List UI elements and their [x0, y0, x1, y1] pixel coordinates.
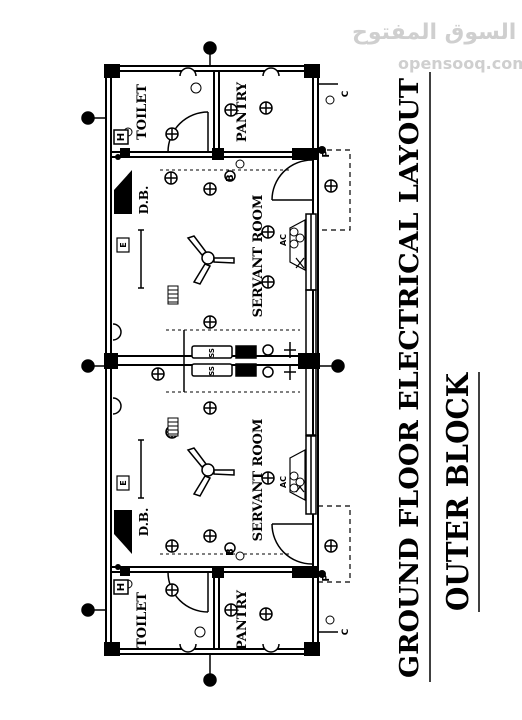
light-point	[324, 179, 338, 193]
switch-label-upper: SS	[208, 348, 216, 358]
servant-room-label-upper: SERVANT ROOM	[251, 195, 266, 318]
windows	[305, 213, 317, 515]
socket-clusters	[123, 82, 335, 638]
socket-label-upper: C	[341, 90, 351, 97]
grid-markers	[81, 41, 345, 687]
light-point	[224, 603, 238, 617]
exhaust-label-upper: E	[119, 242, 128, 247]
ac-label-upper: AC	[279, 234, 288, 246]
wall-lights	[112, 67, 280, 653]
light-point	[203, 401, 217, 415]
power-points	[115, 146, 326, 578]
bell-symbols	[224, 170, 296, 554]
light-point	[165, 127, 179, 141]
pantry-label-lower: PANTRY	[235, 589, 250, 650]
exhaust-label-lower: E	[119, 480, 128, 485]
heater-label-lower: H	[116, 583, 127, 591]
watermark-arabic: السوق المفتوح	[352, 20, 517, 45]
interior-walls	[111, 71, 313, 649]
light-point	[203, 529, 217, 543]
power-label-upper: P	[321, 150, 332, 157]
power-label-lower: P	[321, 574, 332, 581]
light-point	[164, 171, 178, 185]
tube-lights	[138, 229, 144, 499]
db-label-upper: D.B.	[137, 186, 151, 214]
db-label-lower: D.B.	[137, 508, 151, 536]
light-point	[324, 539, 338, 553]
light-point	[165, 539, 179, 553]
ceiling-fan-upper	[186, 235, 235, 285]
pantry-label-upper: PANTRY	[235, 81, 250, 142]
switch-panels	[183, 330, 257, 392]
light-point	[203, 182, 217, 196]
light-point	[261, 275, 275, 289]
wiring	[160, 169, 300, 555]
socket-label-lower: C	[341, 628, 351, 635]
bell-label-upper: B	[225, 174, 236, 182]
entry-canopies	[317, 149, 351, 583]
doors	[167, 111, 313, 613]
grilles	[167, 285, 179, 437]
servant-room-label-lower: SERVANT ROOM	[251, 419, 266, 542]
switch-label-lower: SS	[208, 366, 216, 376]
light-point	[259, 101, 273, 115]
toilet-label-upper: TOILET	[135, 84, 150, 140]
light-point	[259, 607, 273, 621]
heater-label-upper: H	[116, 133, 127, 141]
light-point	[203, 315, 217, 329]
bell-label-lower: B	[225, 548, 236, 556]
plan-title: GROUND FLOOR ELECTRICAL LAYOUT	[395, 77, 425, 678]
distribution-boards	[114, 170, 132, 554]
light-points	[151, 101, 338, 621]
toilet-label-lower: TOILET	[135, 592, 150, 648]
light-point	[165, 583, 179, 597]
light-point	[224, 103, 238, 117]
light-point	[261, 225, 275, 239]
watermark-latin: opensooq.com	[398, 54, 522, 73]
exhaust-boxes	[116, 237, 130, 491]
heater-boxes	[113, 129, 129, 595]
light-point	[261, 471, 275, 485]
plan-subtitle: OUTER BLOCK	[441, 372, 476, 611]
ac-label-lower: AC	[279, 476, 288, 488]
ceiling-fan-lower	[186, 447, 235, 497]
light-point	[151, 367, 165, 381]
